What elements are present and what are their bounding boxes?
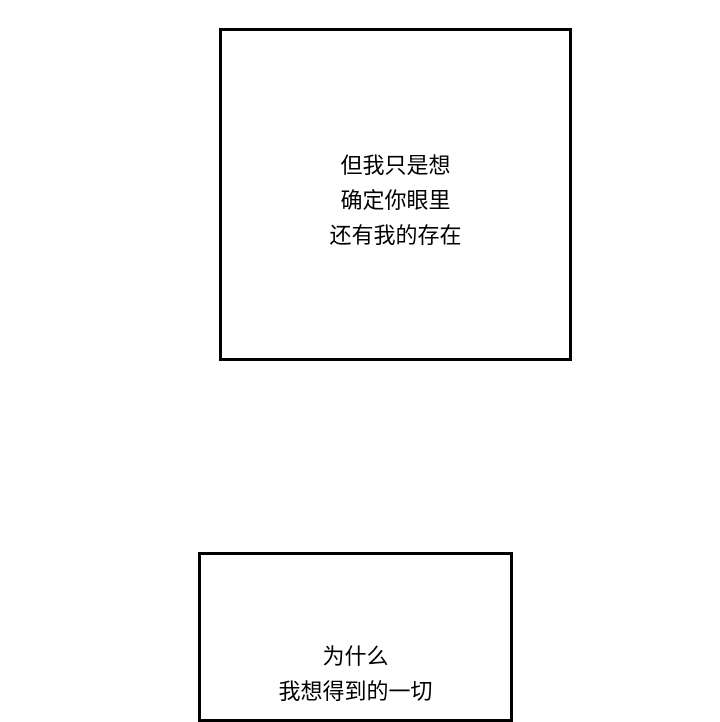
comic-panel-1: 但我只是想 确定你眼里 还有我的存在 [219,28,572,361]
caption-line: 为什么 [322,645,389,670]
caption-line: 我想得到的一切 [278,680,433,705]
caption-line: 还有我的存在 [329,224,462,249]
panel-1-caption: 但我只是想 确定你眼里 还有我的存在 [222,149,569,254]
caption-line: 但我只是想 [340,154,451,179]
comic-panel-2: 为什么 我想得到的一切 [198,552,513,722]
caption-line: 确定你眼里 [340,189,451,214]
